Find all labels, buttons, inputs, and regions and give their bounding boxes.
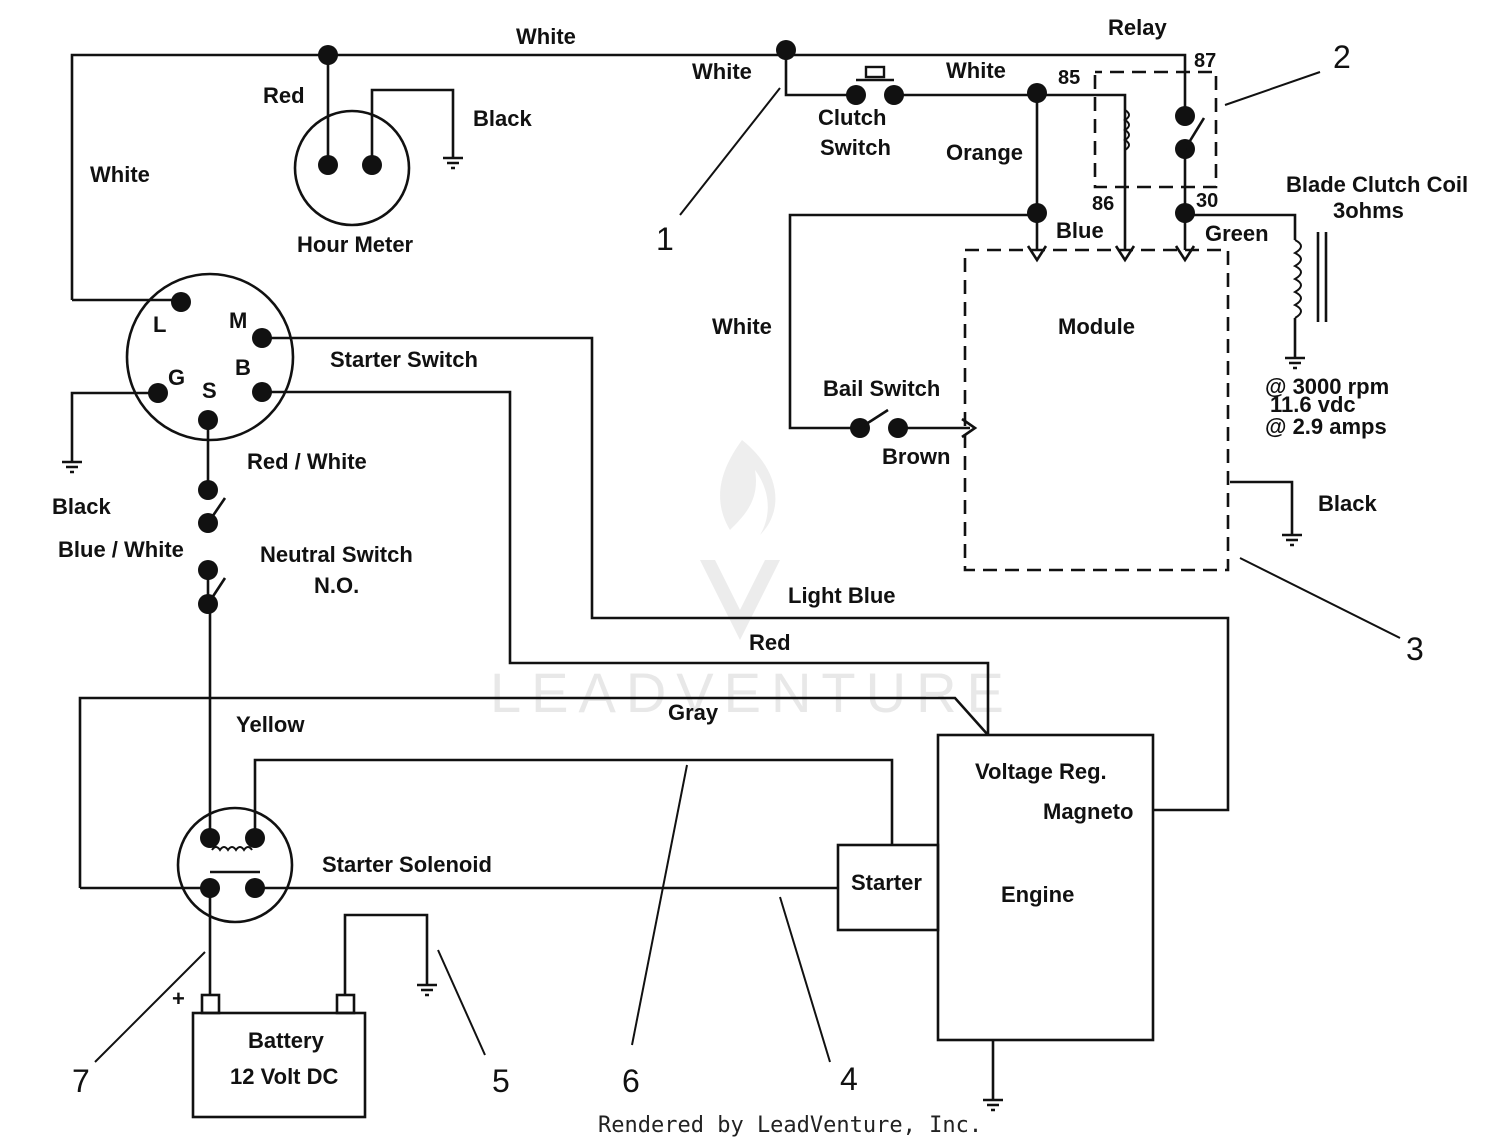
label-module: Module xyxy=(1058,314,1135,339)
callout-7: 7 xyxy=(72,1063,90,1099)
starter-box xyxy=(836,843,940,932)
watermark: LEADVENTURE xyxy=(490,440,1014,724)
callout-2: 2 xyxy=(1333,39,1351,75)
label-red-hour: Red xyxy=(263,83,305,108)
label-rpm-2: 11.6 vdc xyxy=(1270,392,1356,417)
watermark-text: LEADVENTURE xyxy=(490,661,1014,724)
label-neutral-switch-2: N.O. xyxy=(314,573,359,598)
engine xyxy=(836,733,1155,1042)
label-black-hour: Black xyxy=(473,106,532,131)
label-battery-1: Battery xyxy=(248,1028,325,1053)
footer-credit: Rendered by LeadVenture, Inc. xyxy=(598,1113,982,1138)
label-white-relay: White xyxy=(946,58,1006,83)
ground-symbols xyxy=(62,156,1305,1112)
watermark-logo-icon xyxy=(700,560,780,640)
label-plus: + xyxy=(172,986,185,1011)
label-gray: Gray xyxy=(668,700,719,725)
wires xyxy=(70,53,1297,1100)
ground-icon xyxy=(62,460,82,474)
labels: White Red Black White Hour Meter White C… xyxy=(52,15,1468,1138)
callout-lines xyxy=(94,71,1401,1063)
callout-1: 1 xyxy=(656,221,674,257)
label-pin-86: 86 xyxy=(1092,193,1114,215)
label-pin-87: 87 xyxy=(1194,50,1216,72)
label-brown: Brown xyxy=(882,444,950,469)
label-blade-coil-2: 3ohms xyxy=(1333,198,1404,223)
hour-meter xyxy=(293,109,411,227)
callout-3: 3 xyxy=(1406,631,1424,667)
module xyxy=(961,245,1230,572)
label-pin-85: 85 xyxy=(1058,67,1080,89)
label-pin-30: 30 xyxy=(1196,190,1218,212)
label-hour-meter: Hour Meter xyxy=(297,232,414,257)
starter-solenoid xyxy=(176,806,294,924)
callout-4: 4 xyxy=(840,1061,858,1097)
label-white-left: White xyxy=(90,162,150,187)
relay xyxy=(1093,70,1218,189)
ground-icon xyxy=(1282,533,1302,547)
label-black-module: Black xyxy=(1318,491,1377,516)
label-relay: Relay xyxy=(1108,15,1167,40)
label-pin-L: L xyxy=(153,312,166,337)
ground-icon xyxy=(417,983,437,997)
ground-icon xyxy=(443,156,463,170)
starter-switch xyxy=(125,272,295,442)
label-battery-2: 12 Volt DC xyxy=(230,1064,339,1089)
label-starter: Starter xyxy=(851,870,922,895)
bail-switch xyxy=(850,408,908,438)
neutral-switch xyxy=(198,480,227,614)
label-orange: Orange xyxy=(946,140,1023,165)
label-white-bail: White xyxy=(712,314,772,339)
label-rpm-1: @ 3000 rpm xyxy=(1265,374,1389,399)
label-pin-M: M xyxy=(229,308,247,333)
label-pin-G: G xyxy=(168,365,185,390)
battery xyxy=(191,993,367,1119)
label-engine: Engine xyxy=(1001,882,1074,907)
label-white-top: White xyxy=(516,24,576,49)
label-rpm-3: @ 2.9 amps xyxy=(1265,414,1387,439)
callout-6: 6 xyxy=(622,1063,640,1099)
label-blade-coil-1: Blade Clutch Coil xyxy=(1286,172,1468,197)
label-light-blue: Light Blue xyxy=(788,583,896,608)
label-red-lower: Red xyxy=(749,630,791,655)
label-yellow: Yellow xyxy=(236,712,305,737)
clutch-switch xyxy=(846,65,904,105)
label-starter-solenoid: Starter Solenoid xyxy=(322,852,492,877)
label-neutral-switch-1: Neutral Switch xyxy=(260,542,413,567)
label-white-clutch: White xyxy=(692,59,752,84)
label-green: Green xyxy=(1205,221,1269,246)
label-red-white: Red / White xyxy=(247,449,367,474)
label-black-ground: Black xyxy=(52,494,111,519)
label-blue: Blue xyxy=(1056,218,1104,243)
junction-dots xyxy=(318,40,1195,223)
label-voltage-reg: Voltage Reg. xyxy=(975,759,1107,784)
blade-clutch-coil xyxy=(1292,232,1328,322)
watermark-flame-icon xyxy=(720,440,776,535)
ground-icon xyxy=(983,1098,1003,1112)
label-bail-switch: Bail Switch xyxy=(823,376,940,401)
label-pin-S: S xyxy=(202,378,217,403)
ground-icon xyxy=(1285,356,1305,370)
label-clutch-switch-2: Switch xyxy=(820,135,891,160)
label-pin-B: B xyxy=(235,355,251,380)
label-starter-switch: Starter Switch xyxy=(330,347,478,372)
label-blue-white: Blue / White xyxy=(58,537,184,562)
callout-5: 5 xyxy=(492,1063,510,1099)
label-magneto: Magneto xyxy=(1043,799,1133,824)
label-clutch-switch-1: Clutch xyxy=(818,105,886,130)
